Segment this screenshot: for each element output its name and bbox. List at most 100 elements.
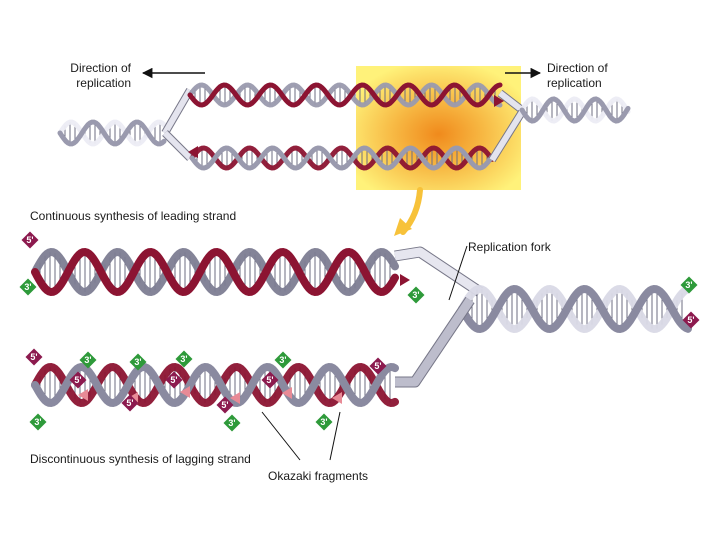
lagging-marker-9-diamond <box>216 396 234 414</box>
top-fork-arm-upper-left <box>161 87 194 136</box>
top-fork-arm-lower-left <box>162 130 193 161</box>
fork-leader-line <box>448 245 468 301</box>
top-fork-arm-upper-right <box>497 89 525 114</box>
direction-left-label-line1: Direction of <box>70 61 131 75</box>
top-fork-arm-lower-left-fill <box>162 130 193 161</box>
fork-lower-arm <box>395 296 475 388</box>
lagging-marker-4: 5' <box>69 371 87 389</box>
lagging-marker-13: 3' <box>315 413 333 431</box>
leading-new-strand-tip <box>400 274 410 286</box>
lagging-marker-2-text: 3' <box>34 417 41 427</box>
direction-right-label-line1: Direction of <box>547 61 608 75</box>
lagging-marker-3: 3' <box>79 351 97 369</box>
okazaki-fragment-tip-5 <box>282 387 292 399</box>
top-upper-strand-tip <box>494 95 504 107</box>
leading-helix <box>31 247 399 297</box>
parent-right-5prime-text: 5' <box>687 315 694 325</box>
lagging-marker-9: 5' <box>216 396 234 414</box>
lagging-marker-5-diamond <box>121 394 139 412</box>
lagging-marker-10: 3' <box>223 414 241 432</box>
lagging-marker-11-text: 3' <box>279 355 286 365</box>
top-parent-helix-right-strand-b <box>519 96 631 124</box>
lagging-marker-7: 3' <box>175 350 193 368</box>
fork-3prime: 3' <box>407 286 425 304</box>
lagging-marker-14: 5' <box>369 357 387 375</box>
lagging-marker-7-text: 3' <box>180 354 187 364</box>
top-fork-arm-upper-left-fill <box>162 88 193 135</box>
top-parent-helix-right-base-pairs <box>526 99 623 121</box>
lagging-marker-10-diamond <box>223 414 241 432</box>
lagging-marker-12-diamond <box>261 371 279 389</box>
parent-right-5prime-diamond <box>682 311 700 329</box>
lagging-marker-5: 5' <box>121 394 139 412</box>
lagging-marker-11-diamond <box>274 351 292 369</box>
lagging-marker-8-text: 5' <box>170 375 177 385</box>
lagging-helix <box>31 362 399 408</box>
parent-right-3prime-diamond <box>680 276 698 294</box>
lagging-marker-10-text: 3' <box>228 418 235 428</box>
leading-strand-label: Continuous synthesis of leading strand <box>30 209 236 223</box>
lagging-marker-13-text: 3' <box>320 417 327 427</box>
lagging-marker-4-text: 5' <box>74 375 81 385</box>
parent-helix-right <box>458 284 692 334</box>
top-lower-strand-tip <box>188 146 198 158</box>
direction-left-label-line2: replication <box>76 76 131 90</box>
lagging-marker-9-text: 5' <box>221 400 228 410</box>
top-daughter-lower <box>189 145 495 171</box>
lagging-marker-6-diamond <box>129 353 147 371</box>
direction-right-label-line2: replication <box>547 76 602 90</box>
parent-helix-right-strand-b <box>458 284 692 334</box>
top-daughter-lower-strand-a <box>189 145 495 171</box>
lagging-marker-7-diamond <box>175 350 193 368</box>
lagging-marker-6: 3' <box>129 353 147 371</box>
top-parent-helix-left <box>57 119 167 147</box>
lagging-helix-strand-a <box>31 362 399 408</box>
lagging-marker-14-text: 5' <box>374 361 381 371</box>
zoom-pointer-arrowhead <box>394 218 412 236</box>
lagging-marker-6-text: 3' <box>134 357 141 367</box>
lagging-marker-3-text: 3' <box>84 355 91 365</box>
lagging-marker-12: 5' <box>261 371 279 389</box>
top-fork-arm-lower-right <box>488 109 526 163</box>
lagging-marker-1: 5' <box>25 348 43 366</box>
parent-helix-right-strand-a <box>458 284 692 334</box>
lagging-marker-5-text: 5' <box>126 398 133 408</box>
top-daughter-upper-strand-b <box>187 82 503 108</box>
leading-helix-strand-b <box>31 247 399 297</box>
top-daughter-upper-strand-a <box>187 82 503 108</box>
lagging-marker-8: 5' <box>165 371 183 389</box>
top-daughter-upper <box>187 82 503 108</box>
okazaki-fragment-tip-1 <box>78 389 88 401</box>
okazaki-leader-line-1 <box>261 411 301 461</box>
lagging-marker-2: 3' <box>29 413 47 431</box>
fork-3prime-text: 3' <box>412 290 419 300</box>
lagging-marker-11: 3' <box>274 351 292 369</box>
lagging-marker-14-diamond <box>369 357 387 375</box>
lagging-marker-13-diamond <box>315 413 333 431</box>
replication-fork-label: Replication fork <box>468 240 552 254</box>
fork-upper-arm <box>394 246 484 297</box>
top-parent-helix-right <box>519 96 631 124</box>
top-parent-helix-left-strand-a <box>57 119 167 147</box>
top-parent-helix-right-strand-a <box>519 96 631 124</box>
okazaki-fragment-tip-6 <box>332 392 342 404</box>
parent-right-3prime: 3' <box>680 276 698 294</box>
lagging-strand-label: Discontinuous synthesis of lagging stran… <box>30 452 251 466</box>
leading-bottom-3prime: 3' <box>19 278 37 296</box>
top-daughter-lower-strand-b <box>189 145 495 171</box>
top-fork-arm-upper-right-fill <box>498 90 524 113</box>
parent-right-3prime-text: 3' <box>685 280 692 290</box>
okazaki-leader-line-2 <box>329 411 341 461</box>
helix-layer <box>31 82 692 408</box>
okazaki-fragments-label: Okazaki fragments <box>268 469 368 483</box>
leading-top-5prime: 5' <box>21 231 39 249</box>
leading-top-5prime-text: 5' <box>26 235 33 245</box>
fork-3prime-diamond <box>407 286 425 304</box>
lagging-marker-4-diamond <box>69 371 87 389</box>
lagging-marker-12-text: 5' <box>266 375 273 385</box>
leading-helix-strand-a <box>31 247 399 297</box>
lagging-marker-8-diamond <box>165 371 183 389</box>
lagging-marker-3-diamond <box>79 351 97 369</box>
